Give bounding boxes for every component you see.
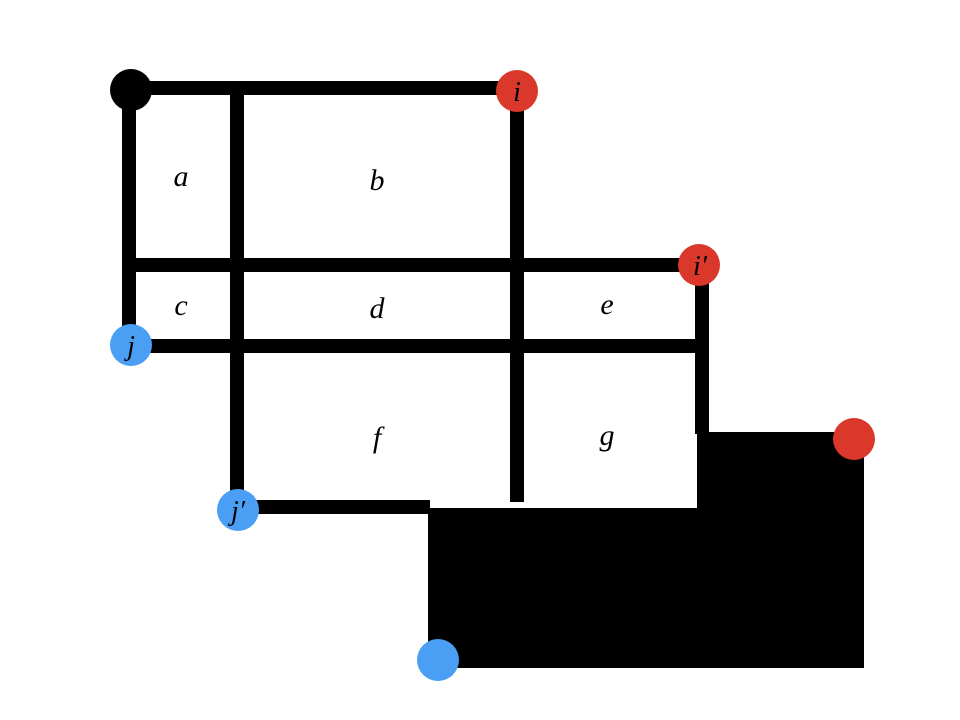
node-i-label: i — [513, 77, 521, 108]
region-label-f: f — [373, 421, 385, 454]
node-j — [110, 324, 152, 366]
node-i-prime — [678, 244, 720, 286]
origin-node — [110, 69, 152, 111]
node-corner-blue — [417, 639, 459, 681]
node-i — [496, 70, 538, 112]
region-label-a: a — [174, 160, 189, 193]
node-i-prime-label: i′ — [693, 251, 708, 282]
node-corner-red — [833, 418, 875, 460]
region-label-e: e — [600, 288, 613, 321]
filled-region — [428, 432, 864, 668]
region-label-c: c — [174, 289, 187, 322]
node-j-prime-label: j′ — [228, 496, 246, 527]
region-label-d: d — [370, 292, 386, 325]
region-label-g: g — [600, 419, 615, 452]
node-j-label: j — [124, 331, 135, 362]
node-j-prime — [217, 489, 259, 531]
region-label-b: b — [370, 164, 385, 197]
